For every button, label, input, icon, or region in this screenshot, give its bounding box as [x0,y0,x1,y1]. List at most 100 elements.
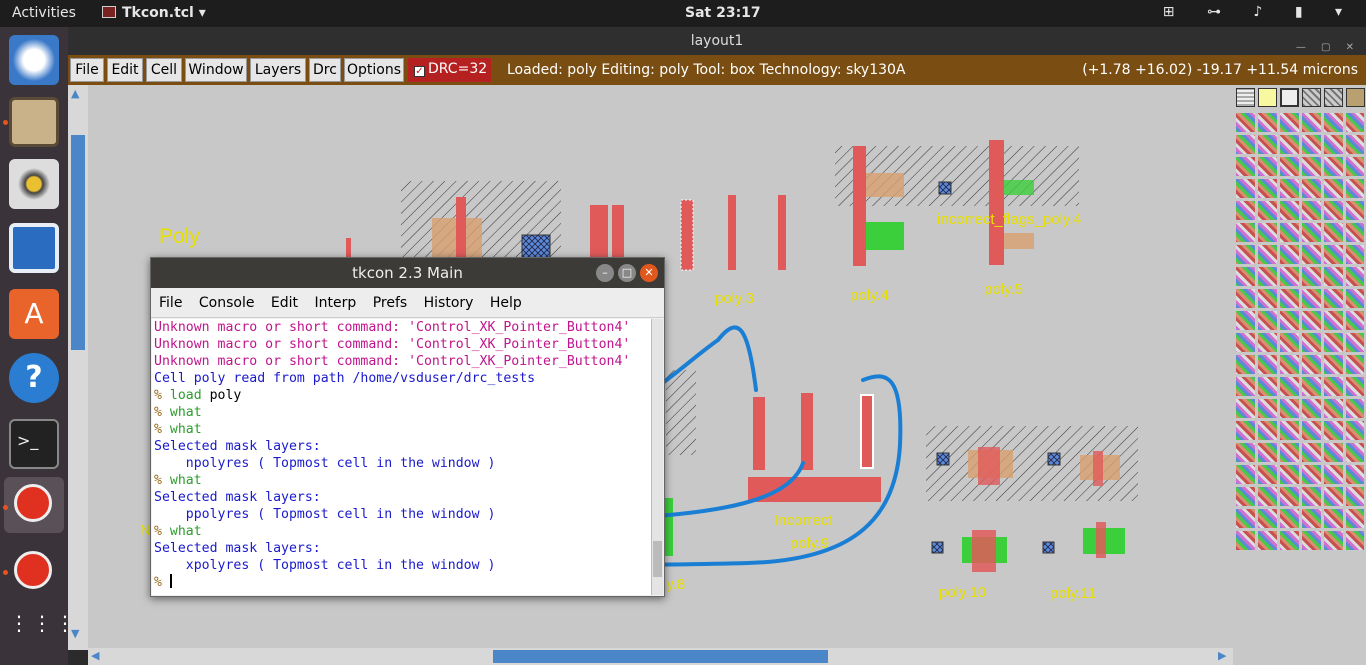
activities-button[interactable]: Activities [12,5,76,21]
tkcon-menu-edit[interactable]: Edit [270,295,299,311]
app-icon [102,6,116,18]
console-text: what [169,422,202,437]
poly-shape [728,195,736,270]
maximize-icon[interactable]: □ [618,264,636,282]
checkbox-icon: ✓ [414,66,425,77]
console-text: Cell poly read from path /home/vsduser/d… [154,371,536,386]
cursor-coords: (+1.78 +16.02) -19.17 +11.54 microns [1082,62,1358,78]
close-icon[interactable]: ✕ [640,264,658,282]
menu-edit[interactable]: Edit [107,58,143,82]
horizontal-scrollbar[interactable]: ◀ ▶ [88,648,1233,665]
app-grid-icon[interactable]: ⋮⋮⋮ [9,611,78,635]
prompt: % [154,524,170,539]
tkcon-menu-help[interactable]: Help [489,295,522,311]
console-text: load [169,388,202,403]
console-text: npolyres ( Topmost cell in the window ) [154,456,496,471]
diff-shape [663,498,673,556]
tkcon-menu-console[interactable]: Console [198,295,255,311]
contact [931,541,944,554]
console-line: Cell poly read from path /home/vsduser/d… [154,370,651,387]
poly-shape [748,477,881,502]
running-indicator [3,120,8,125]
scroll-left-icon[interactable]: ◀ [91,649,100,662]
console-line: % [154,574,651,591]
files-icon[interactable] [9,97,59,147]
window-titlebar[interactable]: layout1 — ▢ ✕ [68,27,1366,55]
console-line: Unknown macro or short command: 'Control… [154,336,651,353]
help-icon[interactable]: ? [9,353,59,403]
software-center-icon[interactable]: A [9,289,59,339]
tkcon-menu-interp[interactable]: Interp [314,295,357,311]
app-menu[interactable]: Tkcon.tcl ▾ [102,5,206,21]
layer-swatch[interactable] [1302,88,1321,107]
console-text: what [169,524,202,539]
menu-window[interactable]: Window [185,58,247,82]
scroll-right-icon[interactable]: ▶ [1218,649,1227,662]
minimize-icon[interactable]: – [596,264,614,282]
contact [1047,452,1061,466]
menu-cell[interactable]: Cell [146,58,182,82]
layer-swatch[interactable] [1346,88,1365,107]
layer-swatch[interactable] [1236,88,1255,107]
contact [938,181,952,195]
label-edge: N [140,522,151,539]
tkcon-menu-prefs[interactable]: Prefs [372,295,408,311]
menu-options[interactable]: Options [344,58,404,82]
magic-menubar: File Edit Cell Window Layers Drc Options… [68,55,1366,85]
scroll-up-icon[interactable]: ▲ [71,87,80,100]
console-text: Selected mask layers: [154,490,321,505]
console-line: Unknown macro or short command: 'Control… [154,353,651,370]
console-line: % what [154,523,651,540]
console-line: Selected mask layers: [154,438,651,455]
res-body [866,173,904,197]
layer-swatch-grid[interactable] [1236,110,1364,550]
prompt: % [154,422,170,437]
label-poly11: poly.11 [1050,585,1096,602]
console-text: what [169,405,202,420]
poly-shape [972,530,996,572]
layer-swatch[interactable] [1324,88,1343,107]
menu-drc[interactable]: Drc [309,58,341,82]
console-line: % what [154,404,651,421]
console-scrollbar[interactable] [651,319,663,595]
console-output[interactable]: Unknown macro or short command: 'Control… [152,319,651,595]
status-text: Loaded: poly Editing: poly Tool: box Tec… [507,62,906,78]
prompt: % [154,575,170,590]
contact [1042,541,1055,554]
tkcon-window[interactable]: tkcon 2.3 Main – □ ✕ File Console Edit I… [150,257,665,597]
tkcon-menu-file[interactable]: File [159,295,183,311]
layer-swatch[interactable] [1258,88,1277,107]
label-incorrect: Incorrect [774,512,833,529]
scroll-thumb[interactable] [71,135,85,350]
console-line: % what [154,472,651,489]
no-entry-icon[interactable] [14,551,52,589]
poly-shape [346,238,351,262]
menu-layers[interactable]: Layers [250,58,306,82]
poly-shape [680,199,694,271]
terminal-icon[interactable]: >_ [9,419,59,469]
clock[interactable]: Sat 23:17 [685,5,761,21]
layer-palette[interactable] [1233,85,1366,665]
console-text: ppolyres ( Topmost cell in the window ) [154,507,496,522]
writer-icon[interactable] [9,223,59,273]
drc-toggle[interactable]: ✓DRC=32 [408,58,491,82]
rhythmbox-icon[interactable] [9,159,59,209]
console-text: xpolyres ( Topmost cell in the window ) [154,558,496,573]
scroll-thumb[interactable] [653,541,662,577]
window-controls[interactable]: — ▢ ✕ [1295,42,1360,53]
poly-shape [860,394,874,469]
tkcon-titlebar[interactable]: tkcon 2.3 Main – □ ✕ [151,258,664,288]
poly-shape [590,205,608,270]
system-tray-icons[interactable]: ⊞ ⊶ ♪ ▮ ▾ [1162,4,1356,20]
thunderbird-icon[interactable] [9,35,59,85]
poly-shape [1096,522,1106,558]
app-name: Tkcon.tcl [122,5,194,21]
no-entry-icon[interactable] [14,484,52,522]
vertical-scrollbar[interactable]: ▲ ▼ [68,85,88,650]
scroll-down-icon[interactable]: ▼ [71,627,80,640]
layer-swatch[interactable] [1280,88,1299,107]
menu-file[interactable]: File [70,58,104,82]
label-poly5: poly.5 [984,281,1023,298]
scroll-thumb[interactable] [493,650,828,663]
tkcon-menu-history[interactable]: History [423,295,474,311]
